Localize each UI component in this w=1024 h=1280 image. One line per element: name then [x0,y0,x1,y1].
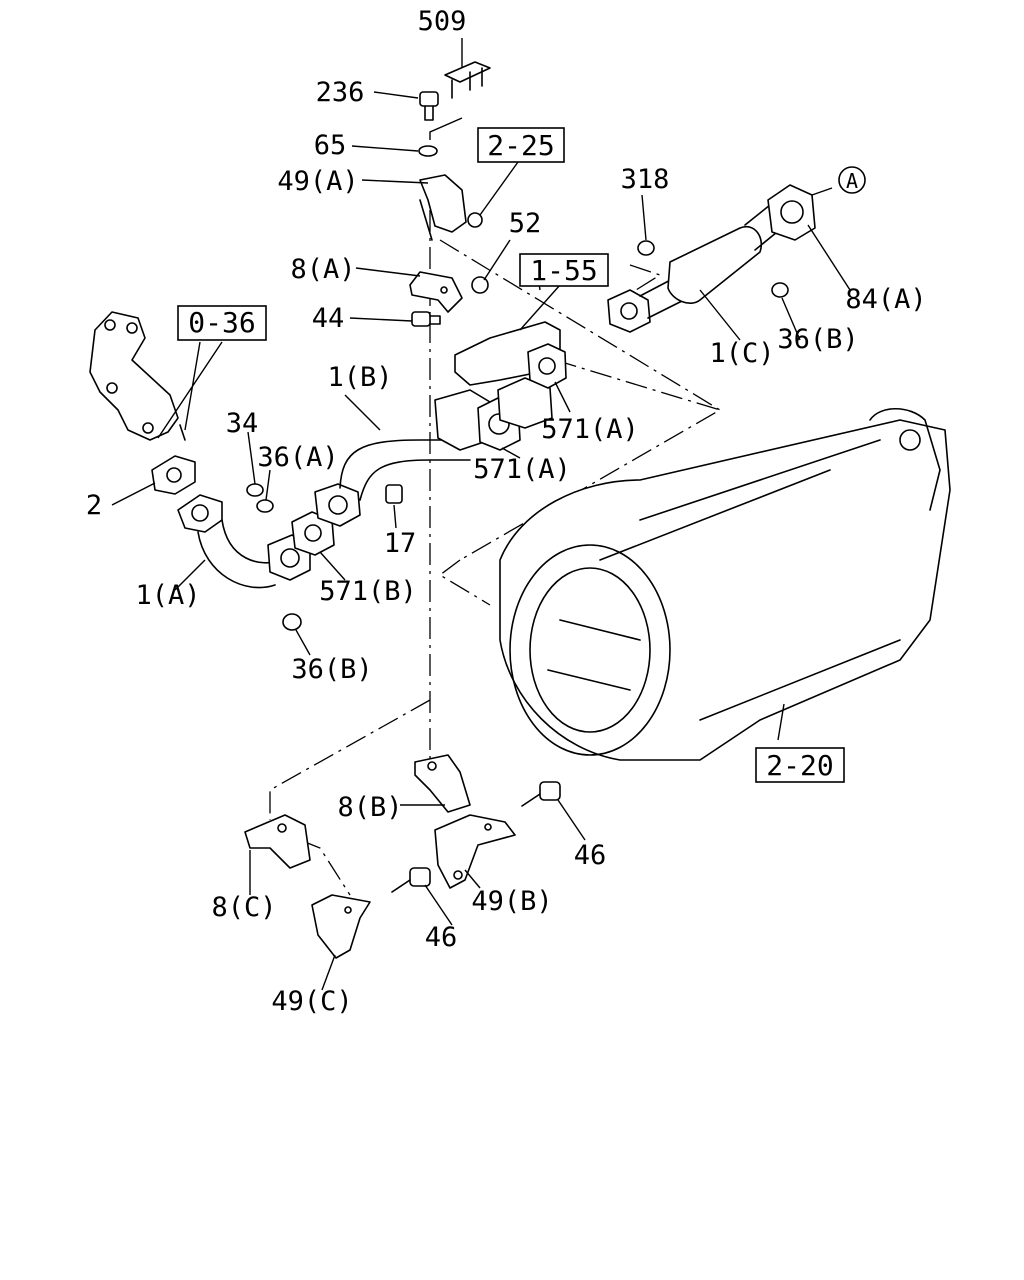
transmission-assembly [499,408,951,761]
part-17-bolt [385,484,403,504]
part-1b-pipe [314,389,491,527]
label-571b: 571(B) [319,576,417,607]
label-49b: 49(B) [471,886,552,917]
label-44: 44 [312,303,345,334]
part-52-nut [471,276,489,294]
part-8c-bracket [244,814,311,869]
part-8b-bracket [414,754,471,813]
label-8c: 8(C) [211,892,276,923]
reference-1-55: 1-55 [519,253,609,287]
part-236-bolt [419,91,439,121]
part-34-washer [246,483,264,497]
part-49b-bracket [434,814,516,889]
connection-marker-a-text: A [846,169,858,193]
part-509-bracket [444,61,491,99]
part-49a-bracket [419,174,467,241]
part-36a-nut [256,499,274,513]
label-65: 65 [314,130,347,161]
part-1a-pipe [177,494,311,589]
exhaust-manifold [89,311,186,441]
part-571a-gasket-2 [527,343,567,389]
part-49c-bracket [311,894,371,959]
label-17: 17 [384,528,417,559]
part-1c-pipe [607,204,783,333]
label-2: 2 [86,490,102,521]
label-52: 52 [509,208,542,239]
label-36b-top: 36(B) [777,324,858,355]
label-34: 34 [226,408,259,439]
label-1c: 1(C) [709,338,774,369]
label-236: 236 [316,77,365,108]
reference-2-20-text: 2-20 [766,749,833,782]
label-8b: 8(B) [337,792,402,823]
label-49c: 49(C) [271,986,352,1017]
part-65-washer [418,145,438,157]
label-36a: 36(A) [257,442,338,473]
part-46-bolt-2 [391,867,431,893]
part-571b-gasket [291,511,335,556]
label-49a: 49(A) [277,166,358,197]
part-318-nut [637,240,655,256]
part-44-bolt [411,311,441,327]
part-8a-bracket [409,271,463,313]
part-2-gasket [151,455,196,495]
label-509: 509 [418,6,467,37]
label-318: 318 [621,164,670,195]
label-46-1: 46 [574,840,607,871]
reference-0-36: 0-36 [177,305,267,341]
connection-marker-a: A [838,166,866,194]
label-46-2: 46 [425,922,458,953]
part-36b-nut-bottom [282,613,302,631]
part-46-bolt-1 [521,781,561,807]
reference-2-20: 2-20 [755,747,845,783]
label-8a: 8(A) [290,254,355,285]
leader-lines [111,38,851,991]
reference-2-25-text: 2-25 [487,129,554,162]
reference-2-25: 2-25 [477,127,565,163]
label-36b-bottom: 36(B) [291,654,372,685]
label-84a: 84(A) [845,284,926,315]
label-1a: 1(A) [135,580,200,611]
reference-1-55-text: 1-55 [530,254,597,287]
label-571a-1: 571(A) [541,414,639,445]
part-2-25-nut [467,212,483,228]
part-labels: 509 236 65 49(A) 52 8(A) 44 318 84(A) 36… [86,6,927,1017]
part-84a-flange [767,184,816,241]
part-36b-nut-top [771,282,789,298]
reference-0-36-text: 0-36 [188,306,255,339]
label-1b: 1(B) [327,362,392,393]
label-571a-2: 571(A) [473,454,571,485]
